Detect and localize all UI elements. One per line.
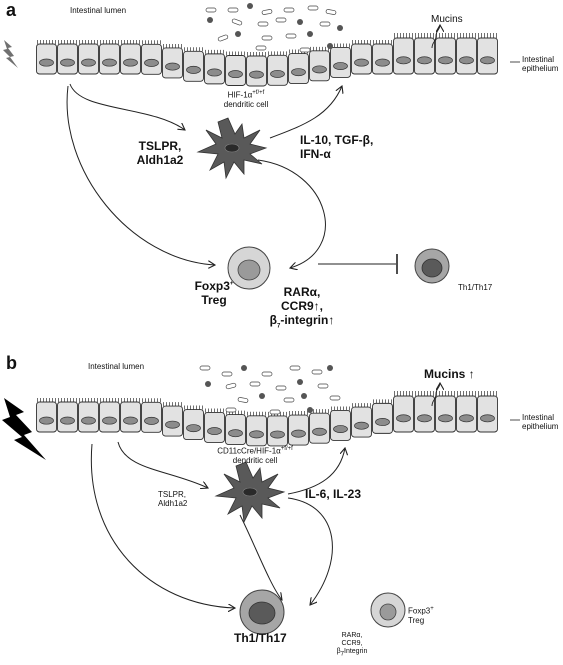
lightning-bolt-icon xyxy=(2,398,46,460)
arrow-dc-to-epi-a xyxy=(269,86,342,139)
treg-label-b: Foxp3+ Treg xyxy=(408,606,434,625)
epithelial-cell xyxy=(204,49,225,85)
epithelial-cell xyxy=(246,411,267,447)
epithelium-layer-b xyxy=(36,391,498,447)
epithelial-cell xyxy=(204,408,225,443)
right-factors-a: IL-10, TGF-β, IFN-α xyxy=(300,133,374,161)
arrow-epi-to-dc-b xyxy=(117,441,208,488)
epithelial-cell xyxy=(225,51,246,86)
epithelium-label-a: Intestinal epithelium xyxy=(522,55,559,74)
epithelial-cell xyxy=(477,33,498,75)
th-label-a: Th1/Th17 xyxy=(458,283,493,292)
lumen-label-b: Intestinal lumen xyxy=(88,362,145,371)
epithelial-cell xyxy=(477,391,498,433)
epithelial-cell xyxy=(309,46,330,82)
epithelial-cell xyxy=(120,398,141,433)
panel-a xyxy=(3,3,520,290)
dc-label-a: HIF-1α+f/+f dendritic cell xyxy=(223,90,269,109)
dc-label-b: CD11cCre/HIF-1α+f/+f dendritic cell xyxy=(217,446,293,465)
th-cell-b xyxy=(239,589,285,635)
epithelial-cell xyxy=(414,391,435,433)
th-cell-a xyxy=(414,248,450,284)
epithelial-cell xyxy=(141,398,162,433)
epithelial-cell xyxy=(57,40,78,75)
panel-b-letter: b xyxy=(6,353,17,373)
right-factors-b: IL-6, IL-23 xyxy=(305,487,362,501)
epithelial-cell xyxy=(78,40,99,75)
treg-label-a: Foxp3+ Treg xyxy=(194,279,234,307)
lumen-label-a: Intestinal lumen xyxy=(70,6,127,15)
arrow-dc-to-treg-a xyxy=(257,159,326,268)
epithelial-cell xyxy=(225,410,246,446)
mucins-arrow xyxy=(431,25,440,49)
arrow-epi-to-dc-a xyxy=(69,83,185,130)
th-label-b: Th1/Th17 xyxy=(234,631,287,645)
dendritic-cell-icon xyxy=(196,117,268,180)
epithelial-cell xyxy=(372,40,393,75)
arrow-epi-to-treg-a xyxy=(66,85,215,265)
treg-cell-a xyxy=(227,246,271,290)
markers-b: RARα, CCR9, β7Integrin xyxy=(336,632,368,658)
arrow-dc-to-th-b xyxy=(239,514,282,600)
markers-a: RARα, CCR9↑, β7-integrin↑ xyxy=(269,285,335,329)
epithelial-cell xyxy=(435,391,456,433)
mucins-label-a: Mucins xyxy=(431,14,463,25)
epithelial-cell xyxy=(78,398,99,433)
epithelial-cell xyxy=(330,43,351,78)
epithelial-cell xyxy=(99,398,120,433)
epithelial-cell xyxy=(288,411,309,446)
dendritic-cell-icon xyxy=(214,461,286,524)
lumen-particles-a xyxy=(205,3,343,53)
panel-b xyxy=(2,365,520,635)
epithelial-cell xyxy=(393,33,414,75)
left-factors-b: TSLPR, Aldh1a2 xyxy=(158,490,188,509)
epithelial-cell xyxy=(36,40,57,75)
epithelial-cell xyxy=(456,391,477,433)
epithelial-cell xyxy=(162,43,183,79)
epithelial-cell xyxy=(99,40,120,75)
left-factors-a: TSLPR, Aldh1a2 xyxy=(136,139,184,167)
epithelial-cell xyxy=(351,403,372,438)
epithelial-cell xyxy=(246,51,267,87)
epithelial-cell xyxy=(351,40,372,75)
epithelial-cell xyxy=(309,409,330,444)
inhibition-bar-icon xyxy=(318,254,398,274)
epithelial-cell xyxy=(183,405,204,440)
epithelial-cell xyxy=(288,49,309,84)
epithelial-cell xyxy=(330,406,351,441)
epithelium-layer-a xyxy=(36,33,498,87)
arrow-dc-to-treg-b xyxy=(287,497,333,605)
mucins-arrow xyxy=(431,383,440,407)
epithelial-cell xyxy=(372,399,393,434)
epithelial-cell xyxy=(435,33,456,75)
lumen-particles-b xyxy=(199,365,341,415)
mucins-label-b: Mucins ↑ xyxy=(424,367,475,381)
arrow-dc-to-epi-b xyxy=(287,448,345,495)
epithelial-cell xyxy=(393,391,414,433)
epithelial-cell xyxy=(36,398,57,433)
epithelial-cell xyxy=(120,40,141,75)
panel-a-letter: a xyxy=(6,0,17,20)
lightning-bolt-icon xyxy=(3,40,18,68)
treg-cell-b xyxy=(370,592,406,628)
arrow-epi-to-th-b xyxy=(90,443,235,608)
epithelial-cell xyxy=(141,40,162,75)
epithelial-cell xyxy=(414,33,435,75)
epithelial-cell xyxy=(267,411,288,447)
epithelial-cell xyxy=(162,402,183,437)
epithelial-cell xyxy=(57,398,78,433)
epithelial-cell xyxy=(267,51,288,86)
epithelial-cell xyxy=(456,33,477,75)
epithelium-label-b: Intestinal epithelium xyxy=(522,413,559,432)
epithelial-cell xyxy=(183,47,204,82)
